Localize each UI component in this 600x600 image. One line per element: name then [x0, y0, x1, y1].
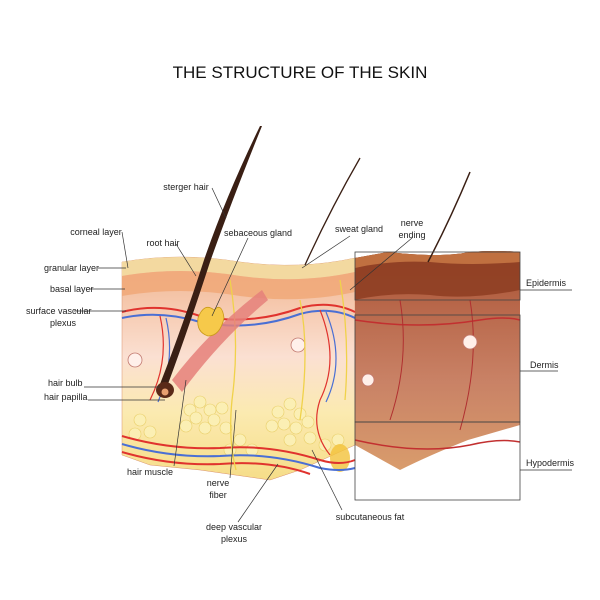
- label-nerve-fiber-line2: fiber: [209, 490, 227, 500]
- label-granular-layer: granular layer: [44, 263, 99, 273]
- label-hypodermis: Hypodermis: [526, 458, 575, 468]
- label-hair-papilla: hair papilla: [44, 392, 88, 402]
- vessels: [121, 299, 521, 475]
- label-sebaceous-gland: sebaceous gland: [224, 228, 292, 238]
- layer-brackets: [354, 251, 572, 501]
- label-deep-vascular-line2: plexus: [221, 534, 248, 544]
- skin-block: [121, 126, 521, 481]
- diagram-title: THE STRUCTURE OF THE SKIN: [173, 63, 428, 82]
- epidermis-top: [122, 257, 355, 280]
- side-top-light: [355, 251, 520, 268]
- fat-lobules: [128, 395, 345, 457]
- label-nerve-fiber-line1: nerve: [207, 478, 230, 488]
- hair-3: [427, 171, 471, 263]
- sweat-gland-coils: [127, 334, 478, 387]
- basal-band: [122, 271, 355, 300]
- side-face: [355, 251, 520, 470]
- sebaceous-gland: [197, 306, 225, 337]
- label-hair-muscle: hair muscle: [127, 467, 173, 477]
- nerve-fibers: [229, 279, 348, 471]
- label-surface-vascular-line2: plexus: [50, 318, 77, 328]
- label-epidermis: Epidermis: [526, 278, 567, 288]
- label-nerve-ending-line1: nerve: [401, 218, 424, 228]
- label-hair-bulb: hair bulb: [48, 378, 83, 388]
- label-basal-layer: basal layer: [50, 284, 94, 294]
- label-dermis: Dermis: [530, 360, 559, 370]
- label-deep-vascular-line1: deep vascular: [206, 522, 262, 532]
- hair-2: [304, 157, 361, 266]
- leader-lines: [74, 187, 413, 523]
- fat-highlight: [330, 444, 350, 472]
- label-surface-vascular-line1: surface vascular: [26, 306, 92, 316]
- hair-papilla-shape: [161, 388, 169, 396]
- label-sterger-hair: sterger hair: [163, 182, 209, 192]
- label-corneal-layer: corneal layer: [70, 227, 122, 237]
- hair-shaft: [160, 126, 262, 384]
- labels: sterger hair corneal layer root hair seb…: [26, 182, 575, 544]
- label-nerve-ending-line2: ending: [398, 230, 425, 240]
- label-root-hair: root hair: [146, 238, 179, 248]
- hair-muscle: [172, 290, 268, 392]
- label-subcutaneous-fat: subcutaneous fat: [336, 512, 405, 522]
- label-sweat-gland: sweat gland: [335, 224, 383, 234]
